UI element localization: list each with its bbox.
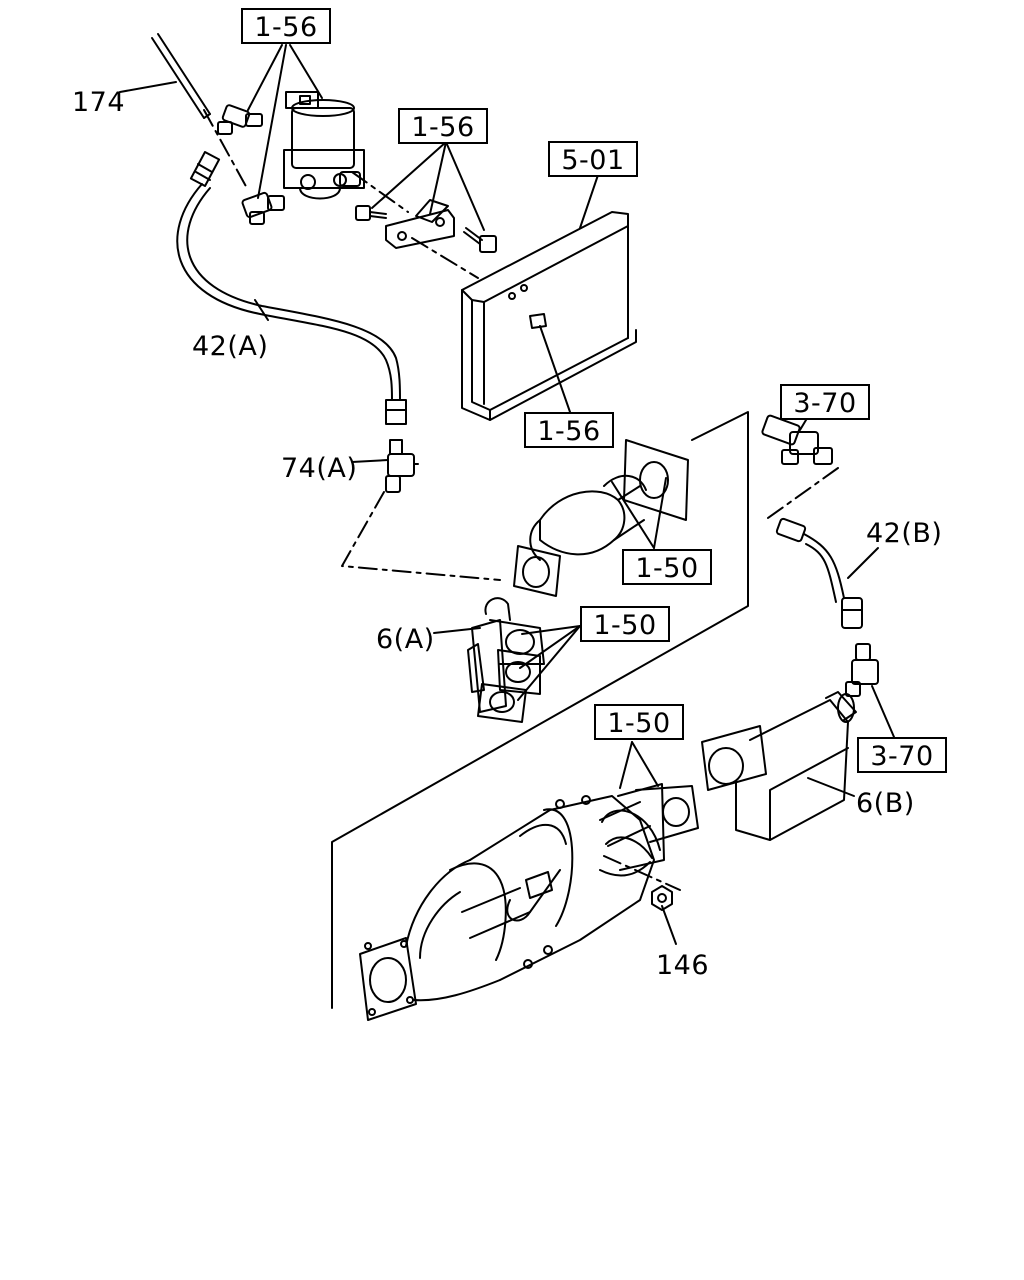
label-elbow-6a: 6(A) <box>376 624 435 655</box>
ref-box-tee-upper[interactable]: 3-70 <box>780 384 870 420</box>
label-hose-42b: 42(B) <box>866 518 943 549</box>
label-hose-42a: 42(A) <box>192 331 269 362</box>
dpf-canister <box>359 783 699 1021</box>
ref-box-right-top[interactable]: 5-01 <box>548 141 638 177</box>
ref-box-pipe-flange[interactable]: 1-50 <box>622 549 712 585</box>
hose-42a <box>176 151 407 425</box>
elbow-6b <box>701 691 857 841</box>
ref-box-mid-top[interactable]: 1-56 <box>398 108 488 144</box>
ref-box-dpf-flange[interactable]: 1-50 <box>594 704 684 740</box>
tee-fitting-upper <box>761 414 833 465</box>
label-part-174: 174 <box>72 87 126 118</box>
leader-lines <box>119 44 895 945</box>
fitting-74a <box>385 439 419 493</box>
bracket-assembly <box>355 199 497 253</box>
hose-42b <box>775 517 863 629</box>
ref-box-top-left[interactable]: 1-56 <box>241 8 331 44</box>
nut-146 <box>651 885 673 911</box>
solenoid-valve <box>217 91 365 225</box>
label-fitting-74a: 74(A) <box>281 453 358 484</box>
elbow-6a <box>467 597 545 723</box>
rod-174 <box>151 33 211 119</box>
frame-channel <box>461 211 637 421</box>
ref-box-gaskets[interactable]: 1-50 <box>580 606 670 642</box>
ref-box-tee-lower[interactable]: 3-70 <box>857 737 947 773</box>
assembly-frame <box>331 411 749 1009</box>
label-nut-146: 146 <box>656 950 710 981</box>
ref-box-bracket[interactable]: 1-56 <box>524 412 614 448</box>
label-elbow-6b: 6(B) <box>856 788 915 819</box>
tee-fitting-lower <box>845 643 879 697</box>
phantom-lines <box>203 109 839 891</box>
exhaust-pipe <box>513 439 689 597</box>
